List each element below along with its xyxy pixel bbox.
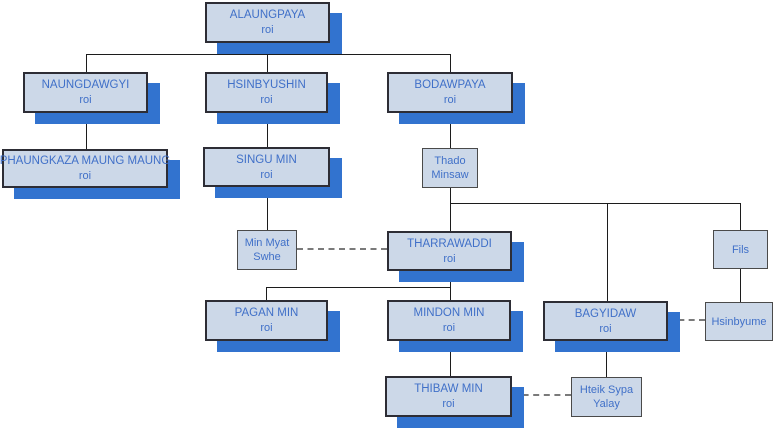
person-name: THARRAWADDI xyxy=(407,237,492,250)
person-name: Fils xyxy=(731,243,750,256)
marriage-dashed-line xyxy=(512,394,571,396)
connector-line xyxy=(267,54,268,72)
connector-line xyxy=(450,203,741,204)
node-pagan-min[interactable]: PAGAN MIN roi xyxy=(205,300,328,341)
connector-line xyxy=(450,188,451,203)
person-name: PHAUNGKAZA MAUNG MAUNG xyxy=(0,155,171,167)
node-bodawpaya[interactable]: BODAWPAYA roi xyxy=(387,72,513,113)
person-name: Min Myat xyxy=(244,237,290,249)
connector-line xyxy=(740,203,741,230)
node-thibaw-min[interactable]: THIBAW MIN roi xyxy=(385,376,512,417)
node-naungdawgyi[interactable]: NAUNGDAWGYI roi xyxy=(23,72,148,113)
person-name: PAGAN MIN xyxy=(234,307,299,319)
node-mindon-min[interactable]: MINDON MIN roi xyxy=(387,300,511,341)
connector-line xyxy=(450,203,451,231)
connector-line xyxy=(86,113,87,149)
person-name-line2: Yalay xyxy=(593,398,620,410)
connector-line xyxy=(450,271,451,287)
connector-line xyxy=(450,287,451,300)
node-hteik-sypa-yalay[interactable]: Hteik Sypa Yalay xyxy=(571,377,642,417)
connector-line xyxy=(86,54,87,72)
person-title: roi xyxy=(442,398,455,410)
connector-line xyxy=(607,203,608,301)
person-name: ALAUNGPAYA xyxy=(229,9,306,21)
person-title: roi xyxy=(260,168,273,181)
person-title: roi xyxy=(442,322,456,334)
connector-line xyxy=(267,43,268,54)
connector-line xyxy=(266,287,267,300)
person-name-line2: Swhe xyxy=(253,251,281,263)
person-title: roi xyxy=(599,322,612,335)
person-title: roi xyxy=(260,322,273,334)
person-name: NAUNGDAWGYI xyxy=(41,79,130,91)
person-name: THIBAW MIN xyxy=(414,383,483,395)
connector-line xyxy=(267,187,268,230)
person-title: roi xyxy=(79,94,92,106)
node-tharrawaddi[interactable]: THARRAWADDI roi xyxy=(387,231,512,271)
connector-line xyxy=(606,341,607,377)
connector-line xyxy=(740,269,741,302)
person-name-line2: Minsaw xyxy=(431,169,469,181)
connector-line xyxy=(450,341,451,376)
person-name: MINDON MIN xyxy=(413,307,485,319)
person-title: roi xyxy=(443,94,457,106)
person-name: BODAWPAYA xyxy=(414,79,486,91)
person-name: Thado xyxy=(434,155,466,167)
node-fils[interactable]: Fils xyxy=(713,230,768,269)
node-singu-min[interactable]: SINGU MIN roi xyxy=(203,147,330,187)
node-phaungkaza-maung-maung[interactable]: PHAUNGKAZA MAUNG MAUNG roi xyxy=(0,149,171,188)
person-name: SINGU MIN xyxy=(236,153,297,166)
person-title: roi xyxy=(443,252,456,265)
person-name: BAGYIDAW xyxy=(574,307,637,320)
person-name: Hsinbyume xyxy=(711,315,767,328)
connector-line xyxy=(450,54,451,72)
node-hsinbyume[interactable]: Hsinbyume xyxy=(705,302,773,341)
node-bagyidaw[interactable]: BAGYIDAW roi xyxy=(543,301,668,341)
marriage-dashed-line xyxy=(297,248,387,250)
person-name: Hteik Sypa xyxy=(579,384,634,396)
connector-line xyxy=(267,113,268,147)
connector-line xyxy=(86,54,451,55)
connector-line xyxy=(266,287,451,288)
person-title: roi xyxy=(78,170,92,182)
node-hsinbyushin[interactable]: HSINBYUSHIN roi xyxy=(205,72,328,113)
person-name: HSINBYUSHIN xyxy=(227,79,306,91)
node-thado-minsaw[interactable]: Thado Minsaw xyxy=(422,148,478,188)
connector-line xyxy=(450,112,451,148)
node-min-myat-swhe[interactable]: Min Myat Swhe xyxy=(237,230,297,270)
person-title: roi xyxy=(260,94,273,106)
marriage-dashed-line xyxy=(668,319,705,321)
person-title: roi xyxy=(261,24,274,36)
node-alaungpaya[interactable]: ALAUNGPAYA roi xyxy=(205,2,330,43)
